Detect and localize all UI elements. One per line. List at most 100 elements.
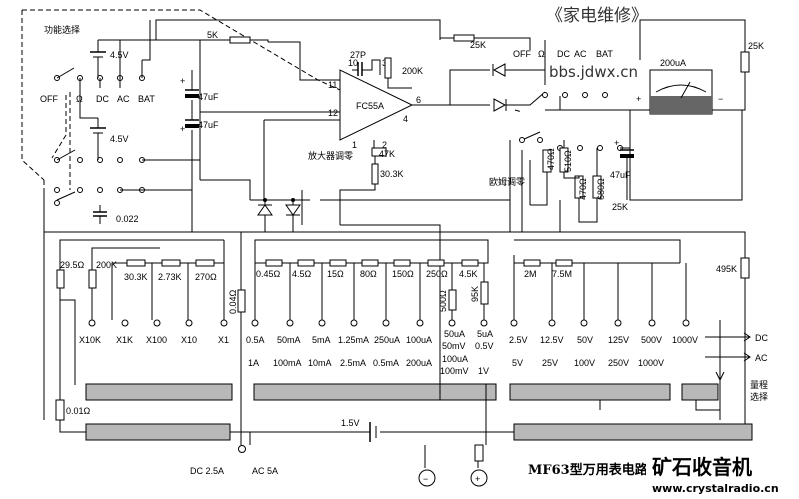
- current-terminals: [251, 319, 488, 327]
- label-r-0-04: 0.04Ω: [228, 289, 238, 314]
- pin-4: 4: [403, 114, 408, 124]
- terminal-dc25a: [238, 445, 246, 453]
- svg-text:X1K: X1K: [116, 335, 133, 345]
- svg-text:50uA: 50uA: [444, 329, 465, 339]
- resistor-30-3k-b: [126, 259, 146, 267]
- label-r-25k-top: 25K: [470, 40, 486, 50]
- svg-text:5V: 5V: [512, 358, 523, 368]
- svg-text:1000V: 1000V: [638, 358, 664, 368]
- label-r-47k: 47K: [379, 149, 395, 159]
- cap-47uf-3: +: [614, 138, 634, 158]
- voltage-terminals: [510, 319, 690, 327]
- label-cap-47uf-3: 47uF: [610, 170, 631, 180]
- svg-text:50V: 50V: [577, 335, 593, 345]
- range-bar-ohm: [85, 383, 233, 401]
- svg-text:5uA: 5uA: [477, 329, 493, 339]
- cap-47uf-2: +: [180, 119, 199, 134]
- label-meter-200ua: 200uA: [660, 58, 686, 68]
- svg-text:AC: AC: [574, 49, 587, 59]
- range-bar-extra: [681, 383, 719, 401]
- wire-ohm-zero: [509, 140, 630, 232]
- label-ohm-zero: 欧姆调零: [489, 176, 525, 188]
- diagram-title: MF63型万用表电路图: [528, 462, 661, 478]
- resistor-200k-b: [88, 269, 97, 289]
- cap-0-022: [93, 205, 107, 224]
- shunt-labels: 0.45Ω 4.5Ω 15Ω 80Ω 150Ω 250Ω 4.5K: [256, 269, 478, 279]
- svg-text:+: +: [614, 138, 619, 148]
- svg-text:1A: 1A: [248, 358, 259, 368]
- resistor-0-01: [55, 399, 65, 421]
- switch-right-labels: OFF Ω DC AC BAT: [513, 49, 613, 59]
- svg-text:0.45Ω: 0.45Ω: [256, 269, 281, 279]
- label-bat-4-5v-2: 4.5V: [110, 134, 129, 144]
- svg-text:4.5Ω: 4.5Ω: [292, 269, 312, 279]
- svg-text:50mV: 50mV: [442, 341, 466, 351]
- label-r-680: 680Ω: [596, 178, 606, 200]
- current-labels-row2: 1A 100mA 10mA 2.5mA 0.5mA 200uA 100uA 1V…: [248, 354, 489, 376]
- svg-text:0.5V: 0.5V: [475, 341, 494, 351]
- range-bar-voltage: [509, 383, 671, 401]
- svg-text:1.25mA: 1.25mA: [338, 335, 369, 345]
- resistor-5k: [229, 36, 251, 44]
- pin-6: 6: [416, 95, 421, 105]
- svg-text:200uA: 200uA: [406, 358, 432, 368]
- resistor-495k: [740, 257, 750, 279]
- label-cap-0-022: 0.022: [116, 214, 139, 224]
- resistor-47k: [371, 147, 387, 157]
- resistor-7-5m: [555, 259, 573, 267]
- label-dc: DC: [755, 333, 768, 343]
- label-r-270: 270Ω: [195, 272, 217, 282]
- svg-text:100mV: 100mV: [440, 366, 469, 376]
- cap-27p: [352, 59, 381, 76]
- label-r-7-5m: 7.5M: [552, 269, 572, 279]
- svg-text:0.5A: 0.5A: [246, 335, 265, 345]
- switch-left-row2: [54, 149, 145, 163]
- diodes-center: [250, 198, 310, 232]
- svg-text:12.5V: 12.5V: [540, 335, 564, 345]
- label-range-select-1: 量程: [750, 380, 768, 391]
- svg-text:DC: DC: [96, 94, 109, 104]
- watermark-title: 《家电维修》: [546, 6, 648, 26]
- resistor-29-5: [56, 269, 65, 289]
- watermark-url: bbs.jdwx.cn: [549, 63, 638, 81]
- terminal-plus: +: [470, 469, 488, 487]
- meter-minus: −: [718, 94, 723, 104]
- resistor-0-04: [237, 289, 246, 313]
- svg-text:100uA: 100uA: [442, 354, 468, 364]
- label-ic-fc55a: FC55A: [356, 101, 384, 111]
- svg-text:250Ω: 250Ω: [426, 269, 448, 279]
- bottom-bus: [43, 231, 746, 440]
- label-r-470-1: 470Ω: [546, 148, 556, 170]
- label-r-495k: 495K: [716, 264, 737, 274]
- resistor-200k: [384, 57, 392, 79]
- wire-meter: [544, 19, 746, 201]
- battery-left-top: [90, 40, 106, 68]
- label-ac-5a: AC 5A: [252, 466, 278, 476]
- resistor-270: [195, 259, 215, 267]
- ohm-range-terminals: [88, 319, 228, 327]
- ohm-range-labels: X10K X1K X100 X10 X1: [79, 335, 229, 345]
- svg-text:+: +: [475, 474, 480, 484]
- battery-left-mid: [90, 118, 106, 146]
- label-r-470-2: 470Ω: [578, 178, 588, 200]
- meter-200ua: [649, 69, 713, 115]
- battery-1-5v: [369, 422, 377, 442]
- label-r-200k-b: 200K: [96, 260, 117, 270]
- svg-text:2.5mA: 2.5mA: [340, 358, 366, 368]
- svg-text:−: −: [423, 474, 428, 484]
- svg-text:150Ω: 150Ω: [392, 269, 414, 279]
- svg-text:Ω: Ω: [538, 49, 545, 59]
- label-r-30-3k-top: 30.3K: [380, 169, 404, 179]
- label-bat-4-5v-1: 4.5V: [110, 50, 129, 60]
- label-cap-47uf-1: 47uF: [198, 92, 219, 102]
- label-r-500: 500Ω: [438, 290, 448, 312]
- resistor-2-73k: [161, 259, 181, 267]
- svg-text:AC: AC: [117, 94, 130, 104]
- svg-text:BAT: BAT: [596, 49, 613, 59]
- voltage-labels-row2: 5V 25V 100V 250V 1000V: [512, 358, 664, 368]
- wire-middle-bus: [142, 20, 510, 380]
- label-r-2-73k: 2.73K: [158, 272, 182, 282]
- label-r-0-01: 0.01Ω: [66, 406, 91, 416]
- label-cap-47uf-2: 47uF: [198, 120, 219, 130]
